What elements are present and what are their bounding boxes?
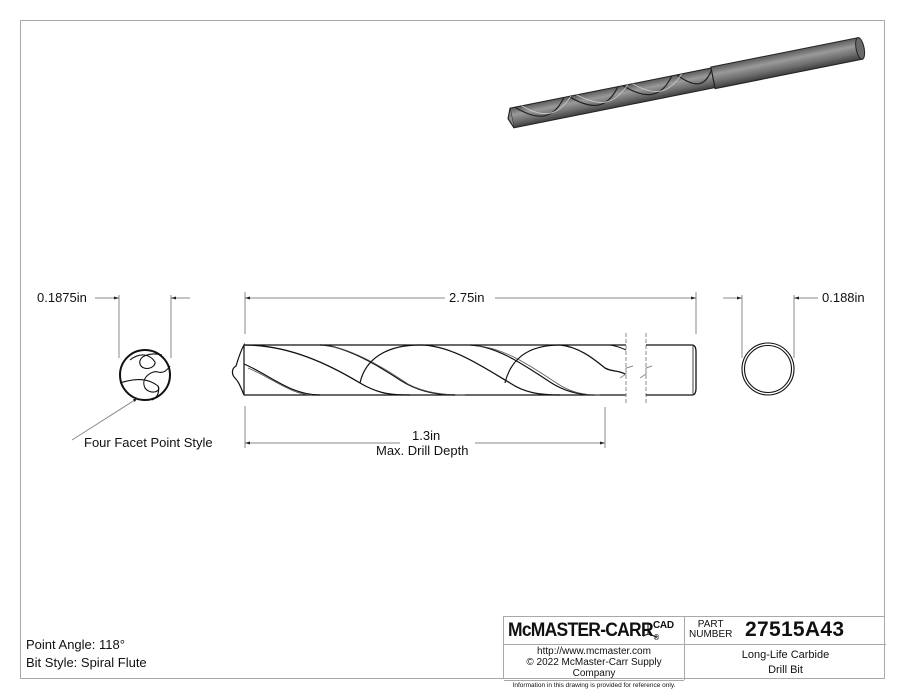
- part-number-cell: PART NUMBER 27515A43: [685, 617, 886, 645]
- shank-end-view: [723, 295, 818, 396]
- cad-axes-icon: [643, 623, 658, 638]
- point-style-callout: Four Facet Point Style: [84, 435, 213, 450]
- drill-depth-caption: Max. Drill Depth: [376, 443, 469, 458]
- copyright-text: © 2022 McMaster-Carr Supply Company: [526, 657, 662, 679]
- description-cell: Long-Life Carbide Drill Bit: [685, 645, 886, 680]
- drawing-sheet-border: [20, 20, 885, 679]
- brand-logo-cell: McMASTER-CARR® CAD: [504, 617, 685, 645]
- cad-mark: CAD: [643, 620, 674, 638]
- disclaimer-text: Information in this drawing is provided …: [504, 680, 684, 690]
- brand-logo: McMASTER-CARR®: [508, 619, 659, 642]
- title-block: McMASTER-CARR® CAD http://www.mcmaster.c…: [503, 616, 886, 689]
- note-bit-style: Bit Style: Spiral Flute: [26, 655, 147, 670]
- end-view-dimension: [71, 295, 190, 441]
- end-view-diameter-label: 0.1875in: [37, 290, 87, 305]
- shank-diameter-label: 0.188in: [822, 290, 865, 305]
- website-url: http://www.mcmaster.com: [537, 646, 651, 657]
- isometric-drill-render: [507, 37, 866, 129]
- drill-depth-value-label: 1.3in: [412, 428, 441, 443]
- brand-info-cell: http://www.mcmaster.com © 2022 McMaster-…: [504, 645, 685, 689]
- description-line-2: Drill Bit: [768, 664, 803, 676]
- drill-side-view: [231, 333, 697, 405]
- drawing-notes: Point Angle: 118° Bit Style: Spiral Flut…: [26, 636, 147, 672]
- description-line-1: Long-Life Carbide: [741, 649, 830, 661]
- overall-length-dimension: [244, 292, 697, 334]
- part-number-value: 27515A43: [745, 618, 845, 641]
- overall-length-label: 2.75in: [449, 290, 485, 305]
- note-point-angle: Point Angle: 118°: [26, 637, 125, 652]
- part-number-label: PART NUMBER: [689, 619, 733, 640]
- drill-depth-dimension: [244, 406, 606, 448]
- point-end-view: [119, 349, 171, 401]
